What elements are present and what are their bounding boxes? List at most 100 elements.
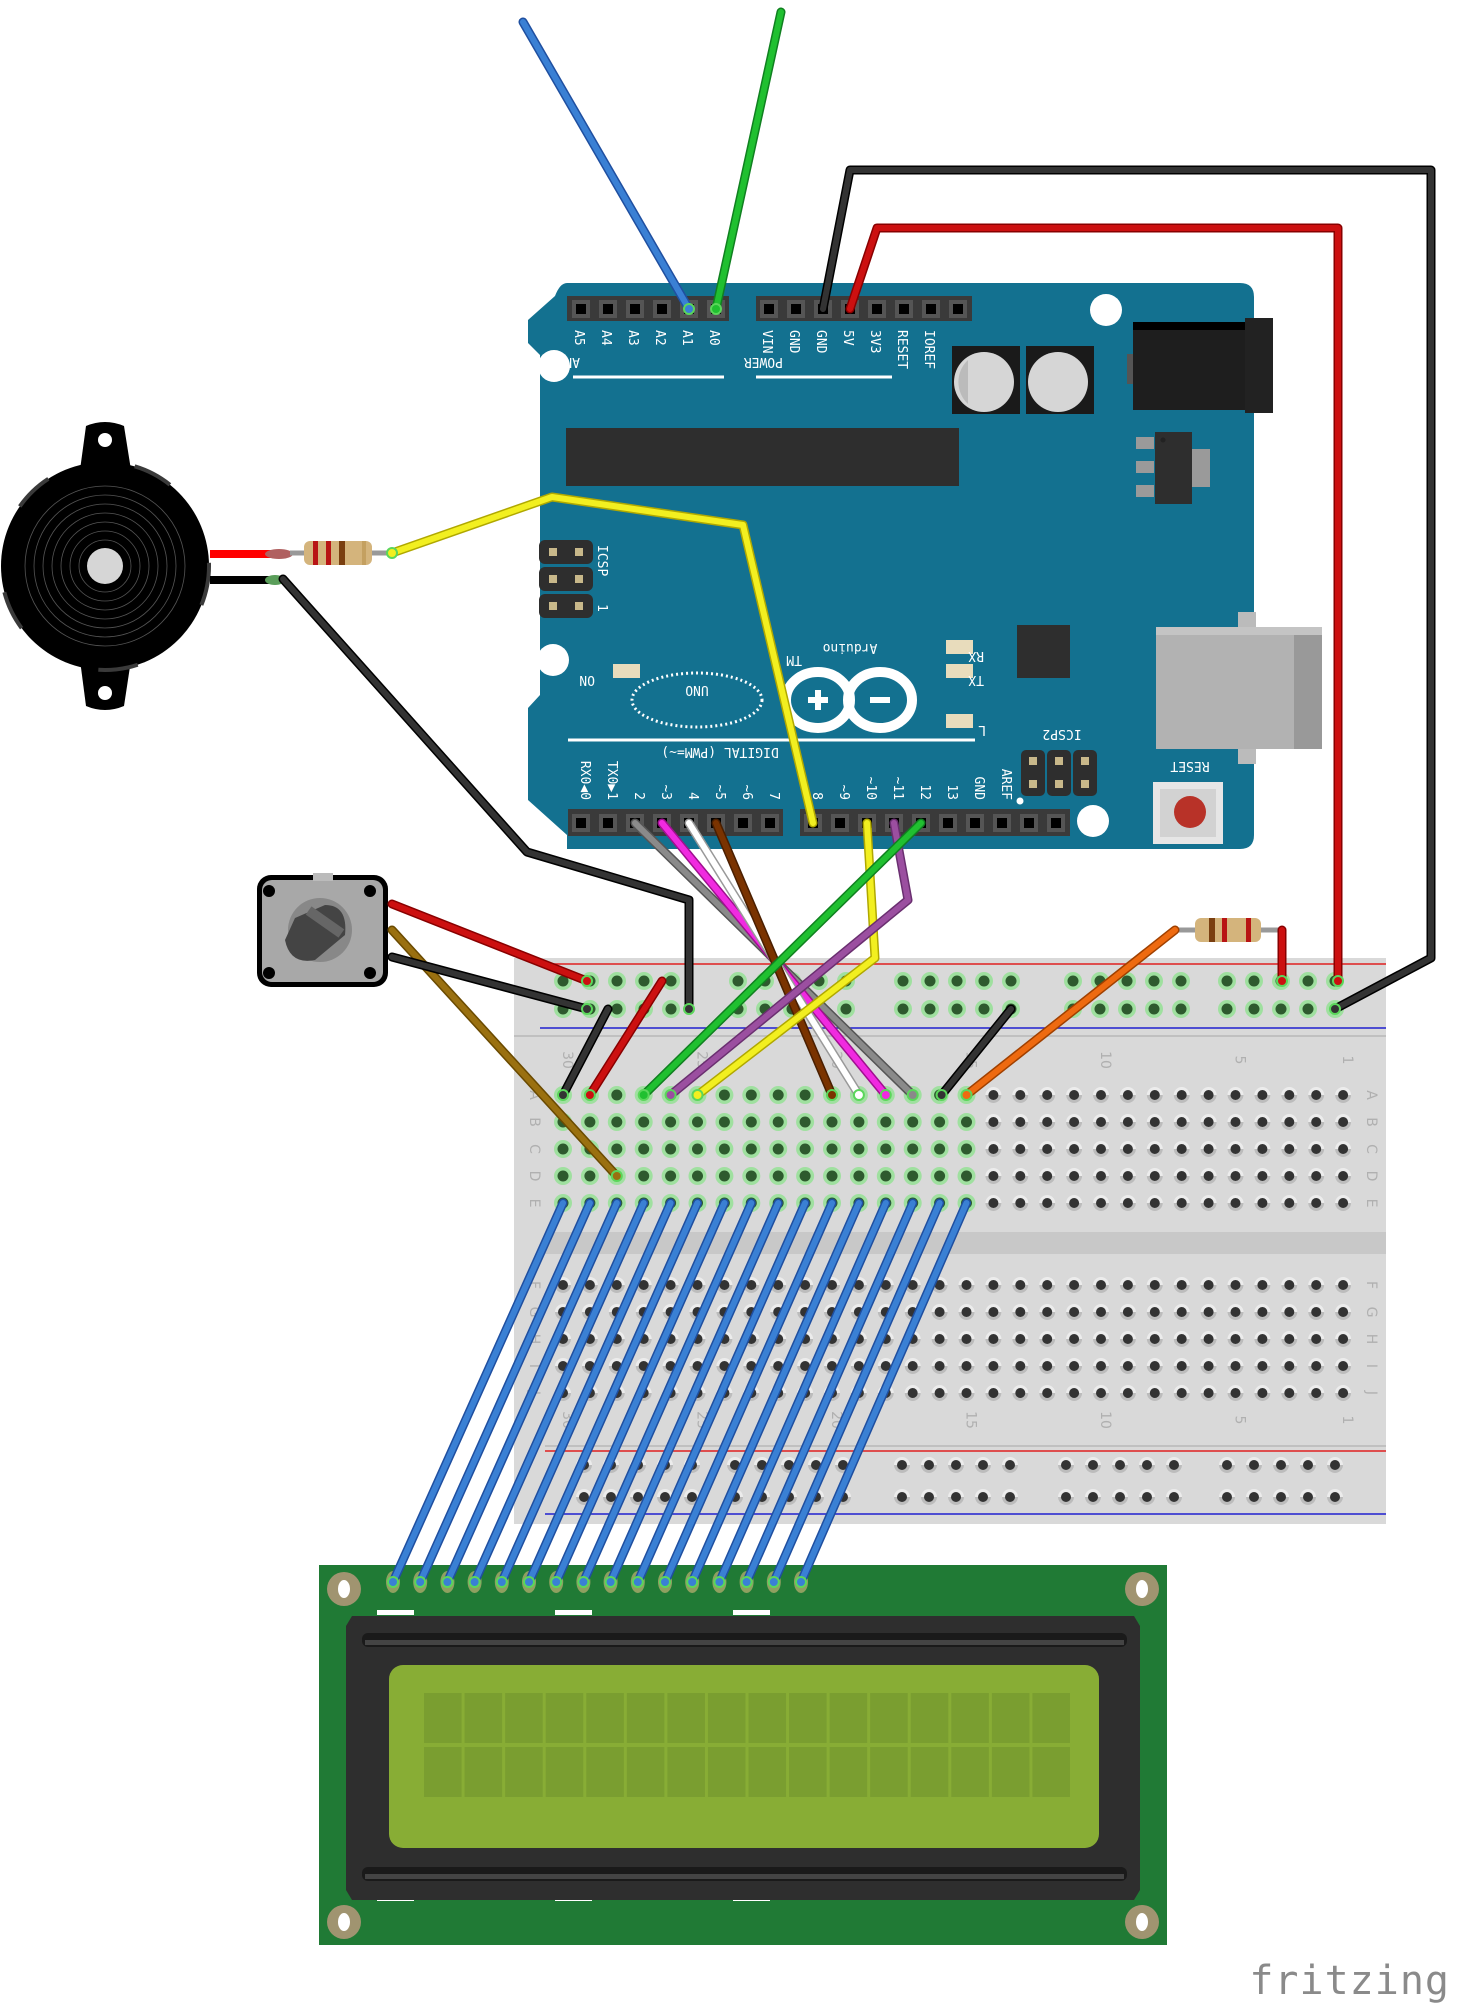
breadboard-hole[interactable] [1012, 1114, 1029, 1130]
lcd-data-wire[interactable] [577, 1198, 756, 1588]
breadboard-hole[interactable] [742, 1086, 761, 1104]
breadboard-hole[interactable] [1308, 1141, 1325, 1157]
breadboard-hole[interactable] [1227, 1304, 1244, 1320]
breadboard-hole[interactable] [1308, 1087, 1325, 1103]
pin-a3[interactable] [626, 300, 644, 318]
breadboard-hole[interactable] [1308, 1168, 1325, 1184]
breadboard-hole[interactable] [1200, 1385, 1217, 1401]
breadboard-hole[interactable] [1200, 1331, 1217, 1347]
breadboard-hole[interactable] [930, 1113, 949, 1131]
breadboard-hole[interactable] [715, 1086, 734, 1104]
breadboard-hole[interactable] [1327, 1457, 1343, 1473]
breadboard-hole[interactable] [1308, 1304, 1325, 1320]
breadboard-hole[interactable] [823, 1140, 841, 1158]
breadboard-hole[interactable] [1173, 1385, 1190, 1401]
wire-pot-gnd[interactable] [387, 952, 593, 1015]
breadboard-hole[interactable] [1166, 1489, 1182, 1505]
digital-pin[interactable] [1020, 814, 1038, 832]
breadboard-hole[interactable] [1245, 1000, 1263, 1018]
wire-pin12[interactable] [637, 818, 926, 1101]
breadboard-hole[interactable] [1227, 1141, 1244, 1157]
breadboard-hole[interactable] [1200, 1141, 1217, 1157]
breadboard-hole[interactable] [948, 972, 966, 990]
breadboard-hole[interactable] [1146, 1358, 1163, 1374]
breadboard-hole[interactable] [1173, 1195, 1190, 1211]
breadboard-hole[interactable] [958, 1304, 975, 1320]
wire-buzzer-gnd[interactable] [278, 574, 695, 1015]
lcd-data-wire[interactable] [387, 1198, 568, 1588]
breadboard-hole[interactable] [904, 1358, 921, 1374]
lcd-data-wire[interactable] [414, 1198, 595, 1588]
breadboard-hole[interactable] [1012, 1168, 1029, 1184]
breadboard-hole[interactable] [1093, 1168, 1109, 1184]
breadboard-hole[interactable] [1172, 1000, 1190, 1018]
breadboard-hole[interactable] [1335, 1304, 1352, 1320]
breadboard-hole[interactable] [1066, 1195, 1083, 1211]
digital-pin[interactable] [572, 814, 590, 832]
breadboard-hole[interactable] [1146, 1168, 1163, 1184]
breadboard-hole[interactable] [1085, 1457, 1101, 1473]
breadboard-hole[interactable] [957, 1140, 976, 1158]
breadboard-hole[interactable] [1227, 1195, 1244, 1211]
breadboard-hole[interactable] [1058, 1489, 1074, 1505]
breadboard-hole[interactable] [608, 972, 626, 990]
breadboard-hole[interactable] [742, 1140, 761, 1158]
breadboard-hole[interactable] [876, 1140, 895, 1158]
breadboard-hole[interactable] [1273, 1457, 1289, 1473]
breadboard-hole[interactable] [975, 1457, 991, 1473]
breadboard-hole[interactable] [958, 1358, 975, 1374]
lcd-data-wire[interactable] [713, 1198, 891, 1588]
breadboard-hole[interactable] [985, 1141, 1002, 1157]
breadboard-hole[interactable] [796, 1113, 815, 1131]
breadboard-hole[interactable] [1200, 1277, 1217, 1293]
breadboard-hole[interactable] [1119, 1385, 1136, 1401]
breadboard-hole[interactable] [1173, 1331, 1190, 1347]
breadboard-hole[interactable] [1173, 1304, 1190, 1320]
power-pin[interactable] [868, 300, 886, 318]
breadboard-hole[interactable] [1119, 1195, 1136, 1211]
breadboard-hole[interactable] [1227, 1385, 1244, 1401]
breadboard-hole[interactable] [1145, 972, 1163, 990]
breadboard-hole[interactable] [1012, 1141, 1029, 1157]
lcd-data-wire[interactable] [631, 1198, 810, 1588]
breadboard-hole[interactable] [849, 1113, 868, 1131]
breadboard-hole[interactable] [985, 1195, 1002, 1211]
breadboard-hole[interactable] [1066, 1114, 1083, 1130]
lcd-data-wire[interactable] [795, 1198, 971, 1588]
breadboard-hole[interactable] [1227, 1358, 1244, 1374]
breadboard-hole[interactable] [1173, 1087, 1190, 1103]
breadboard-hole[interactable] [1012, 1331, 1029, 1347]
breadboard-hole[interactable] [1200, 1304, 1217, 1320]
breadboard-hole[interactable] [1281, 1087, 1298, 1103]
breadboard-hole[interactable] [1254, 1385, 1271, 1401]
breadboard-hole[interactable] [1308, 1358, 1325, 1374]
breadboard-hole[interactable] [894, 1457, 910, 1473]
breadboard-hole[interactable] [957, 1167, 976, 1185]
breadboard-hole[interactable] [1093, 1141, 1109, 1157]
breadboard-hole[interactable] [876, 1167, 895, 1185]
breadboard-hole[interactable] [930, 1167, 949, 1185]
breadboard-hole[interactable] [894, 972, 912, 990]
breadboard-hole[interactable] [1119, 1304, 1136, 1320]
breadboard-hole[interactable] [796, 1140, 815, 1158]
wire-5v[interactable] [845, 223, 1344, 987]
breadboard-hole[interactable] [1200, 1168, 1217, 1184]
breadboard-hole[interactable] [1335, 1087, 1352, 1103]
breadboard-hole[interactable] [1254, 1114, 1271, 1130]
breadboard-hole[interactable] [1066, 1358, 1083, 1374]
pin-a2[interactable] [653, 300, 671, 318]
digital-pin[interactable] [993, 814, 1011, 832]
breadboard-hole[interactable] [1119, 1168, 1136, 1184]
breadboard-hole[interactable] [1091, 1000, 1109, 1018]
breadboard-hole[interactable] [1093, 1358, 1109, 1374]
breadboard-hole[interactable] [1254, 1304, 1271, 1320]
breadboard-hole[interactable] [796, 1167, 815, 1185]
wire-rail-gnd-a30[interactable] [557, 1004, 613, 1101]
breadboard-hole[interactable] [1093, 1304, 1109, 1320]
breadboard-hole[interactable] [1039, 1385, 1056, 1401]
breadboard-hole[interactable] [1254, 1168, 1271, 1184]
breadboard-hole[interactable] [1139, 1457, 1155, 1473]
resistor-rail[interactable] [1175, 918, 1282, 942]
breadboard-hole[interactable] [1200, 1114, 1217, 1130]
